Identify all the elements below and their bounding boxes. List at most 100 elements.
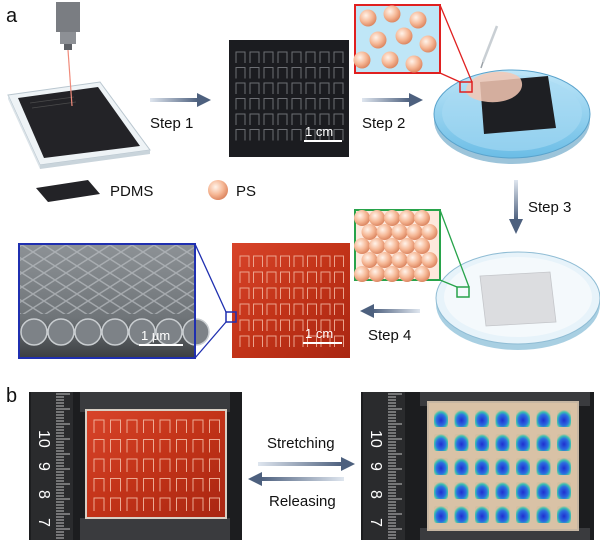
pattern-cell [291,51,302,63]
pattern-cell [110,478,121,492]
ps-sphere [383,5,401,23]
pattern-cell [320,303,331,315]
pattern-cell [192,497,204,511]
pattern-cell [277,82,288,94]
strain-cell [495,434,510,451]
pattern-cell [126,439,138,453]
pattern-cell [249,51,260,63]
strain-cell [536,482,551,499]
dish-dried-film [435,251,600,350]
ps-sphere [419,35,437,53]
pattern-cell [280,287,290,299]
pattern-cell [93,458,105,472]
strain-cell [495,458,510,475]
pattern-cell [235,129,246,141]
strain-cell [454,506,469,523]
pattern-cell [319,82,330,94]
pattern-cell [143,419,154,433]
pattern-cell [320,287,331,299]
ps-sphere [376,252,393,268]
ruler-number: 10 [367,430,384,448]
pattern-cell [192,458,204,472]
ps-sphere [384,238,400,254]
pattern-cell [93,439,105,453]
pattern-cell [319,67,330,79]
pattern-cell [159,497,171,511]
pattern-cell [93,497,105,511]
pattern-cell [143,458,154,472]
pattern-cell [143,439,154,453]
pattern-cell [291,98,302,110]
pattern-cell [266,335,277,347]
pattern-cell [176,419,187,433]
pattern-cell [110,458,121,472]
pattern-cell [249,67,260,79]
strain-cell [536,506,551,523]
ps-sphere [421,224,438,240]
scale-bar-colored: 1 cm [305,326,333,341]
laser-writing-illustration [7,2,151,169]
pattern-cell [293,335,304,347]
strain-cell [516,458,530,475]
strain-cell [495,506,510,523]
pattern-cell [235,98,246,110]
pattern-cell [159,478,171,492]
strain-cell [475,506,489,523]
ps-sphere [354,266,370,282]
pattern-cell [305,67,316,79]
pattern-cell [266,287,277,299]
ps-sphere [399,210,415,226]
ps-sphere [369,31,387,49]
pattern-cell [293,303,304,315]
sample-stretched-photo [361,392,594,540]
pattern-cell [209,497,220,511]
strain-cell [557,458,571,475]
ps-sphere [376,224,393,240]
pattern-cell [266,303,277,315]
ps-sphere [384,210,400,226]
pattern-cell [293,287,304,299]
ps-sphere [361,252,378,268]
sem-image: 1 μm [18,243,227,359]
strain-cell [516,482,530,499]
pattern-cell [110,419,121,433]
pattern-cell [266,319,277,331]
pattern-cell [176,458,187,472]
ruler-right-numbers: 10 9 8 7 [367,430,384,527]
scale-bar-sem: 1 μm [141,328,170,343]
step4-label: Step 4 [368,327,411,344]
pattern-cell [209,419,220,433]
pattern-cell [126,419,138,433]
strain-cell [454,482,469,499]
strain-cell [454,458,469,475]
ruler-number: 9 [35,462,52,471]
pattern-cell [235,82,246,94]
sem-sphere [47,318,75,346]
strain-cell [454,434,469,451]
pattern-cell [253,335,263,347]
pattern-cell [176,478,187,492]
strain-cell [475,458,489,475]
pattern-cell [110,439,121,453]
pattern-cell [239,335,250,347]
strain-cell [495,482,510,499]
legend-ps-label: PS [236,183,256,200]
pattern-cell [333,67,344,79]
pattern-cell [334,319,344,331]
pattern-cell [319,51,330,63]
pattern-cell [319,98,330,110]
pattern-cell [159,439,171,453]
strain-cell [536,458,551,475]
pattern-cell [253,271,263,283]
pattern-cell [291,82,302,94]
strain-cell [516,506,530,523]
pattern-cell [192,419,204,433]
pattern-cell [235,51,246,63]
pattern-cell [280,271,290,283]
step3-arrow [509,180,523,234]
patterned-pdms-photo: 1 cm [229,40,349,157]
ps-sphere [391,252,408,268]
ruler-left-numbers: 10 9 8 7 [35,430,52,527]
pattern-cell [334,255,344,267]
pattern-cell [263,113,274,125]
